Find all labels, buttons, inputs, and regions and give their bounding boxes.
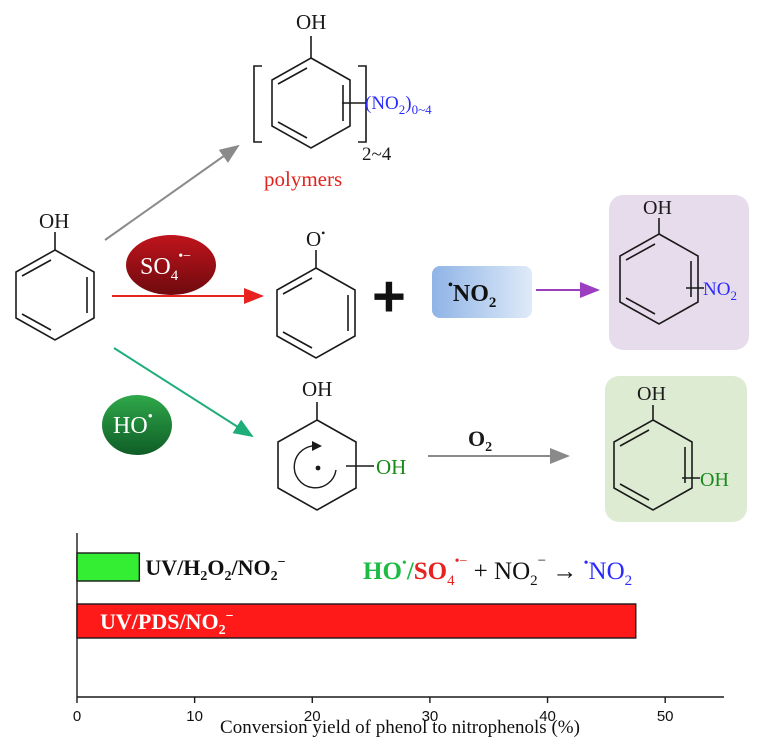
bar-uv-h2o2-no2 (76, 552, 141, 582)
hydroxy-radical-oh-side: OH (376, 455, 406, 479)
dihydroxybenzene-ring (613, 405, 700, 511)
nitro-radical-badge (432, 266, 532, 318)
sulfate-radical-badge (126, 235, 216, 295)
hydroxyphenol-box (605, 376, 747, 522)
o2-label: O2 (468, 426, 492, 455)
bar-uv-pds-no2 (76, 603, 637, 639)
bar-label-uv-h2o2-no2: UV/H2O2/NO2− (145, 555, 285, 584)
polymer-ring (253, 36, 367, 149)
x-tick-label: 40 (539, 708, 556, 725)
x-tick-label: 0 (73, 708, 81, 725)
nitro-radical-label: •NO2 (448, 278, 496, 311)
arrow-to-hydroxy-radical (113, 347, 254, 438)
radical-center-dot (315, 465, 321, 471)
hydroxyl-radical-badge (102, 395, 172, 455)
x-tick-label: 10 (186, 708, 203, 725)
bar-label-uv-pds-no2: UV/PDS/NO2− (100, 609, 234, 638)
phenoxy-o-label: O• (306, 226, 325, 251)
x-tick-label: 20 (304, 708, 321, 725)
dihydroxy-oh-side: OH (700, 469, 729, 491)
nitrophenol-box (609, 195, 749, 350)
hydroxyl-radical-label: HO• (113, 409, 153, 439)
hydroxy-radical-ring (277, 402, 374, 511)
arrow-to-polymers (104, 144, 240, 241)
x-tick-label: 50 (657, 708, 674, 725)
sulfate-radical-label: SO4•− (140, 249, 191, 284)
circular-arrowhead (312, 441, 322, 451)
polymer-group-label: (NO2)0~4 (365, 93, 432, 117)
polymers-label: polymers (264, 167, 342, 191)
nitrophenol-no2-label: NO2 (703, 279, 737, 303)
phenol-ring (15, 232, 95, 341)
dihydroxy-oh-top: OH (637, 383, 666, 405)
polymer-count-label: 2~4 (362, 144, 392, 165)
phenoxy-ring (276, 250, 356, 359)
x-tick-label: 30 (422, 708, 439, 725)
nitrophenol-oh-label: OH (643, 197, 672, 219)
phenol-oh-label: OH (39, 209, 69, 233)
polymer-oh-label: OH (296, 10, 326, 34)
conversion-bar-chart: 0 10 20 30 40 50 UV/H2O2/NO2− UV/PDS/NO2− Con… (73, 533, 724, 738)
circular-arrow (293, 445, 337, 489)
chart-x-axis-label: Conversion yield of phenol to nitropheno… (220, 717, 580, 738)
hydroxy-radical-oh-top: OH (302, 377, 332, 401)
formation-equation: HO•/SO4•− + NO2− → •NO2 (363, 553, 632, 589)
plus-sign: + (372, 264, 406, 329)
nitrophenol-ring (619, 218, 704, 325)
